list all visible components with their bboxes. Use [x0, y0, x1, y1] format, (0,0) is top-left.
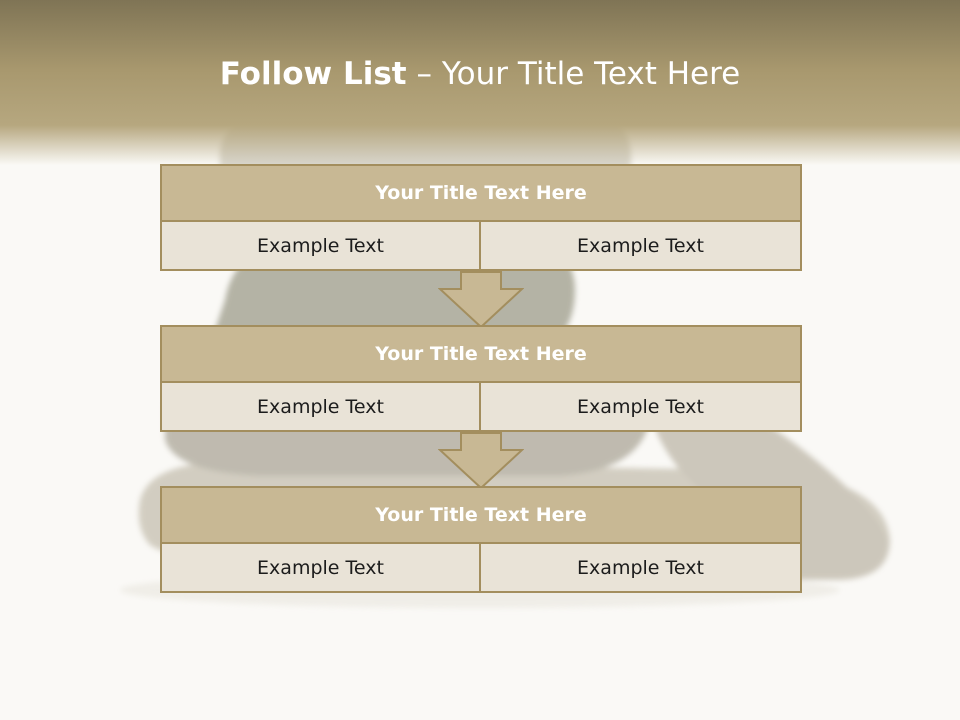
step-cell-right: Example Text	[481, 383, 802, 432]
down-arrow-icon	[438, 432, 524, 490]
step-row: Example Text Example Text	[160, 222, 802, 271]
down-arrow-icon	[438, 271, 524, 329]
step-title: Your Title Text Here	[160, 325, 802, 383]
step-title: Your Title Text Here	[160, 164, 802, 222]
step-cell-left: Example Text	[160, 383, 481, 432]
header-band	[0, 0, 960, 195]
step-cell-left: Example Text	[160, 222, 481, 271]
slide-title-bold: Follow List	[219, 56, 407, 92]
step-block-2: Your Title Text Here Example Text Exampl…	[160, 325, 802, 432]
step-block-3: Your Title Text Here Example Text Exampl…	[160, 486, 802, 593]
slide-title-rest: – Your Title Text Here	[406, 56, 741, 92]
step-title: Your Title Text Here	[160, 486, 802, 544]
step-row: Example Text Example Text	[160, 544, 802, 593]
slide-title: Follow List – Your Title Text Here	[0, 56, 960, 92]
step-cell-left: Example Text	[160, 544, 481, 593]
step-block-1: Your Title Text Here Example Text Exampl…	[160, 164, 802, 271]
step-cell-right: Example Text	[481, 544, 802, 593]
step-row: Example Text Example Text	[160, 383, 802, 432]
step-cell-right: Example Text	[481, 222, 802, 271]
